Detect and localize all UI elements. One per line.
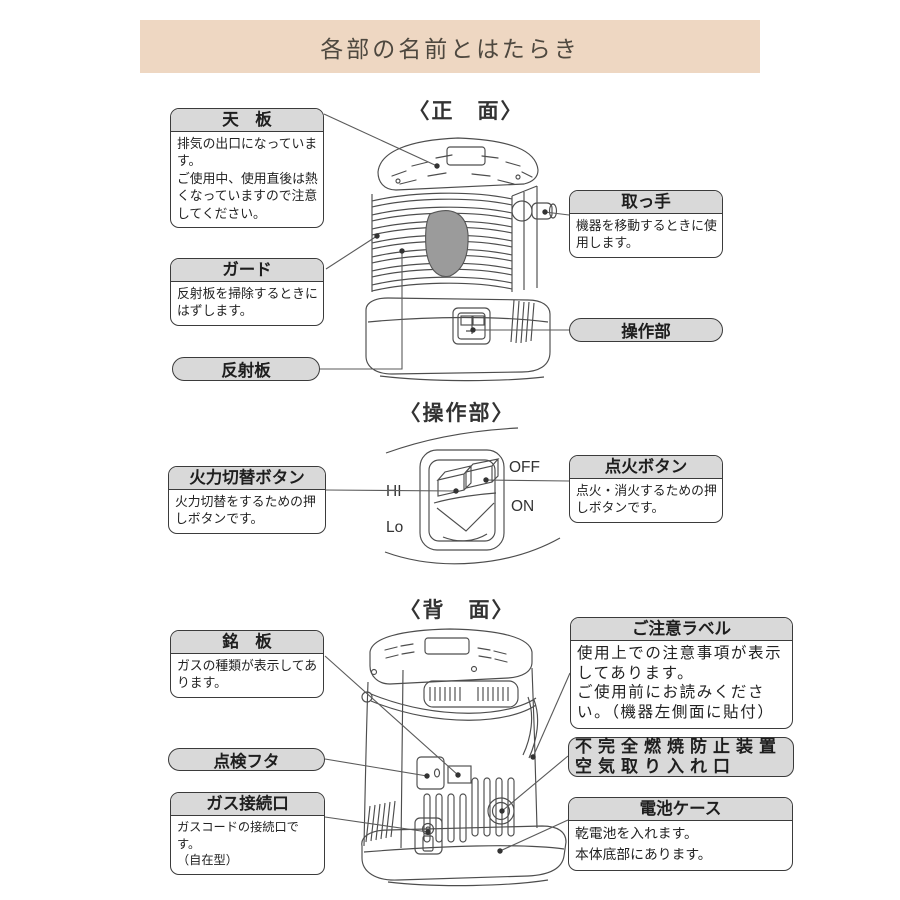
section-heading-back: 〈背 面〉 — [399, 599, 515, 622]
marking-lo: Lo — [386, 519, 403, 536]
marking-hi: HI — [386, 483, 402, 500]
section-heading-front: 〈正 面〉 — [408, 100, 524, 123]
page-title: 各部の名前とはたらき — [320, 35, 580, 62]
callout-heat-switch-button: 火力切替ボタン 火力切替をするための押しボタンです。 — [168, 466, 326, 534]
page-title-bar: 各部の名前とはたらき — [140, 20, 760, 73]
nameplate-description: ガスの種類が表示してあります。 — [177, 658, 317, 691]
caution-label-title: ご注意ラベル — [571, 618, 792, 641]
ignition-description: 点火・消火するための押しボタンです。 — [576, 483, 717, 516]
ignition-title: 点火ボタン — [570, 456, 722, 479]
marking-off: OFF — [509, 459, 540, 476]
callout-top-plate: 天 板 排気の出口になっています。 ご使用中、使用直後は熱くなっていますので注意… — [170, 108, 324, 228]
callout-guard: ガード 反射板を掃除するときにはずします。 — [170, 258, 324, 326]
guard-description: 反射板を掃除するときにはずします。 — [177, 286, 318, 319]
label-air-intake: 不完全燃焼防止装置 空気取り入れ口 — [568, 737, 794, 777]
gas-connection-description: ガスコードの接続口です。 （自在型） — [177, 820, 299, 868]
callout-ignition-button: 点火ボタン 点火・消火するための押しボタンです。 — [569, 455, 723, 523]
handle-description: 機器を移動するときに使用します。 — [576, 218, 717, 251]
heat-switch-description: 火力切替をするための押しボタンです。 — [175, 494, 316, 527]
top-plate-description: 排気の出口になっています。 ご使用中、使用直後は熱くなっていますので注意してくだ… — [177, 136, 318, 221]
handle-title: 取っ手 — [570, 191, 722, 214]
label-inspection-cover: 点検フタ — [168, 748, 325, 771]
control-panel-illustration: HI Lo OFF ON — [384, 427, 561, 565]
battery-case-description: 乾電池を入れます。 本体底部にあります。 — [575, 826, 712, 862]
callout-nameplate: 銘 板 ガスの種類が表示してあります。 — [170, 630, 324, 698]
callout-battery-case: 電池ケース 乾電池を入れます。 本体底部にあります。 — [568, 797, 793, 872]
marking-on: ON — [511, 498, 534, 515]
callout-handle: 取っ手 機器を移動するときに使用します。 — [569, 190, 723, 258]
label-control-panel: 操作部 — [569, 318, 723, 342]
callout-gas-connection: ガス接続口 ガスコードの接続口です。 （自在型） — [170, 792, 325, 875]
guard-title: ガード — [171, 259, 323, 282]
leader-lines — [320, 113, 571, 854]
heat-switch-title: 火力切替ボタン — [169, 467, 325, 490]
battery-case-title: 電池ケース — [569, 798, 792, 821]
nameplate-title: 銘 板 — [171, 631, 323, 654]
front-view-illustration — [365, 137, 558, 382]
label-reflector: 反射板 — [172, 357, 320, 381]
top-plate-title: 天 板 — [171, 109, 323, 132]
callout-caution-label: ご注意ラベル 使用上での注意事項が表示してあります。 ご使用前にお読みください。… — [570, 617, 793, 729]
caution-label-description: 使用上での注意事項が表示してあります。 ご使用前にお読みください。（機器左側面に… — [577, 645, 783, 722]
gas-connection-title: ガス接続口 — [171, 793, 324, 816]
back-view-illustration — [361, 628, 567, 887]
section-heading-controls: 〈操作部〉 — [399, 402, 515, 425]
